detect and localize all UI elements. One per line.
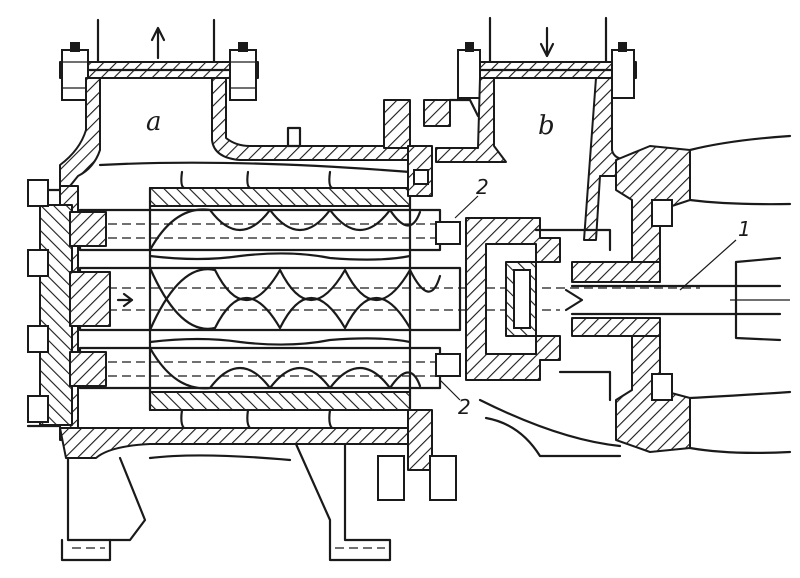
drive-shaft	[564, 134, 792, 454]
callout-1: 1	[738, 217, 751, 241]
screw-liner	[98, 161, 412, 430]
screw-rotor-bottom	[69, 346, 461, 390]
rotor-mesh-line-upper	[148, 252, 412, 261]
callout-2-bottom: 2	[458, 395, 471, 419]
chamber-label-a: a	[146, 107, 162, 137]
rotor-mesh-line-lower	[148, 337, 412, 346]
suction-inlet-a	[58, 18, 411, 187]
casing-flange-bolts	[286, 126, 457, 501]
chamber-label-b: b	[538, 111, 555, 141]
bearing-housing	[465, 145, 691, 458]
leader-2-top	[454, 195, 479, 219]
callout-2-top: 2	[476, 175, 489, 199]
leader-1	[679, 239, 737, 291]
leader-2-bottom	[439, 379, 461, 401]
discharge-outlet-b	[383, 16, 638, 241]
screw-rotor-top	[69, 208, 461, 252]
pump-casing	[26, 179, 411, 562]
